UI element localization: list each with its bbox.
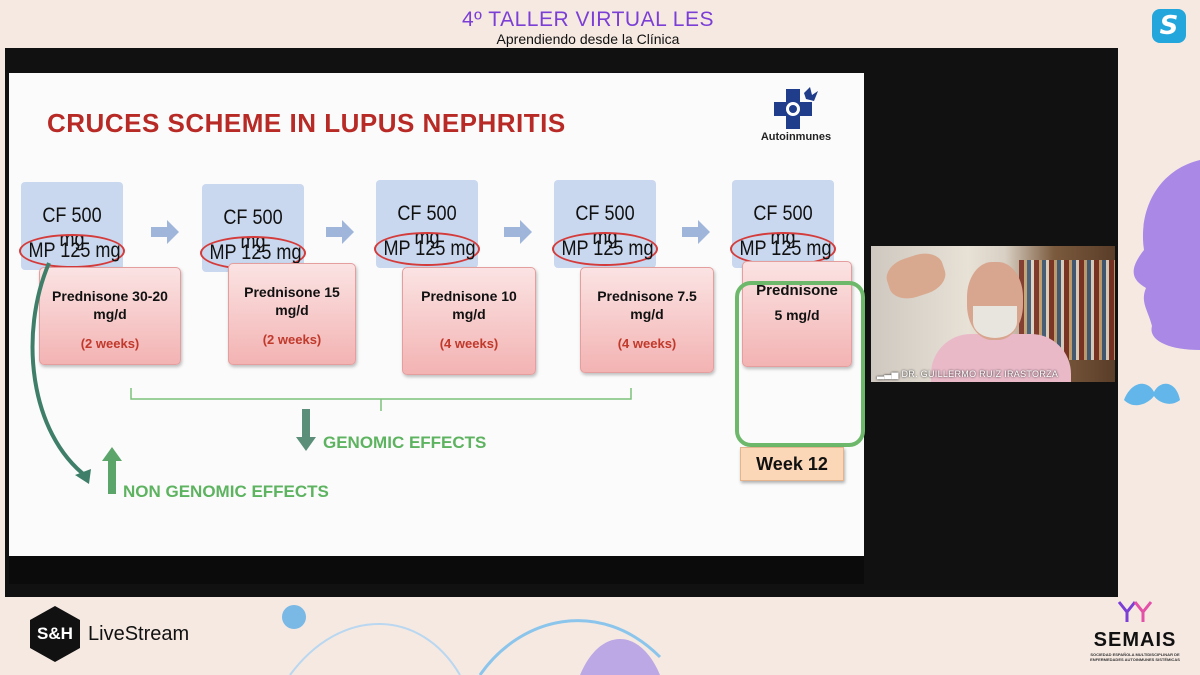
slide-letterbox [9,556,864,584]
dose-box-2: CF 500 mg MP 125 mg [200,184,306,272]
semais-word: SEMAIS [1093,629,1177,651]
speaker-name: ▂▃▅ DR. GUILLERMO RUIZ IRASTORZA [877,369,1059,379]
prednisone-box-4: Prednisone 7.5 mg/d (4 weeks) [580,267,714,373]
prednisone-box-1: Prednisone 30-20 mg/d (2 weeks) [39,267,181,365]
genomic-effects-label: GENOMIC EFFECTS [323,433,487,452]
autoinmunes-logo: Autoinmunes [751,87,841,143]
final-dose-highlight [735,281,865,447]
prednisone-box-2: Prednisone 15 mg/d (2 weeks) [228,263,356,365]
arrow-right-icon [151,220,179,244]
app-logo-icon[interactable]: S [1152,9,1186,43]
event-subtitle: Aprendiendo desde la Clínica [496,31,680,47]
stream-stage: CRUCES SCHEME IN LUPUS NEPHRITIS Autoinm… [5,48,1118,597]
arrow-right-icon [504,220,532,244]
effects-diagram-lines [30,262,632,494]
semais-fullname: SOCIEDAD ESPAÑOLA MULTIDISCIPLINAR DE EN… [1090,652,1180,662]
mp-dose: MP 125 mg [552,232,658,266]
signal-bars-icon: ▂▃▅ [877,369,902,379]
semais-logo: SEMAIS SOCIEDAD ESPAÑOLA MULTIDISCIPLINA… [1086,600,1184,662]
event-title: 4º TALLER VIRTUAL LES [462,8,714,31]
slide-title: CRUCES SCHEME IN LUPUS NEPHRITIS [47,108,566,138]
presentation-slide: CRUCES SCHEME IN LUPUS NEPHRITIS Autoinm… [9,73,865,556]
dose-box-3: CF 500 mg MP 125 mg [374,180,480,268]
cross-butterfly-icon [774,87,818,129]
prednisone-box-5: Prednisone 5 mg/d [742,261,852,367]
week-label: Week 12 [740,447,844,481]
swirl-decoration [282,605,662,675]
livestream-brand: S&H LiveStream [30,606,189,662]
org-name: Autoinmunes [760,131,832,143]
mp-dose: MP 125 mg [374,232,480,266]
livestream-label: LiveStream [88,622,190,645]
dose-box-5: CF 500 mg MP 125 mg [730,180,836,268]
dose-box-1: CF 500 mg MP 125 mg [19,182,125,270]
dose-box-4: CF 500 mg MP 125 mg [552,180,658,268]
speaker-video[interactable]: ▂▃▅ DR. GUILLERMO RUIZ IRASTORZA [871,246,1115,382]
arrow-right-icon [682,220,710,244]
sh-logo-icon: S&H [30,606,80,662]
prednisone-box-3: Prednisone 10 mg/d (4 weeks) [402,267,536,375]
non-genomic-effects-label: NON GENOMIC EFFECTS [123,482,329,501]
face-silhouette-decoration [1124,160,1200,406]
arrow-right-icon [326,220,354,244]
semais-mark-icon [1117,601,1153,622]
